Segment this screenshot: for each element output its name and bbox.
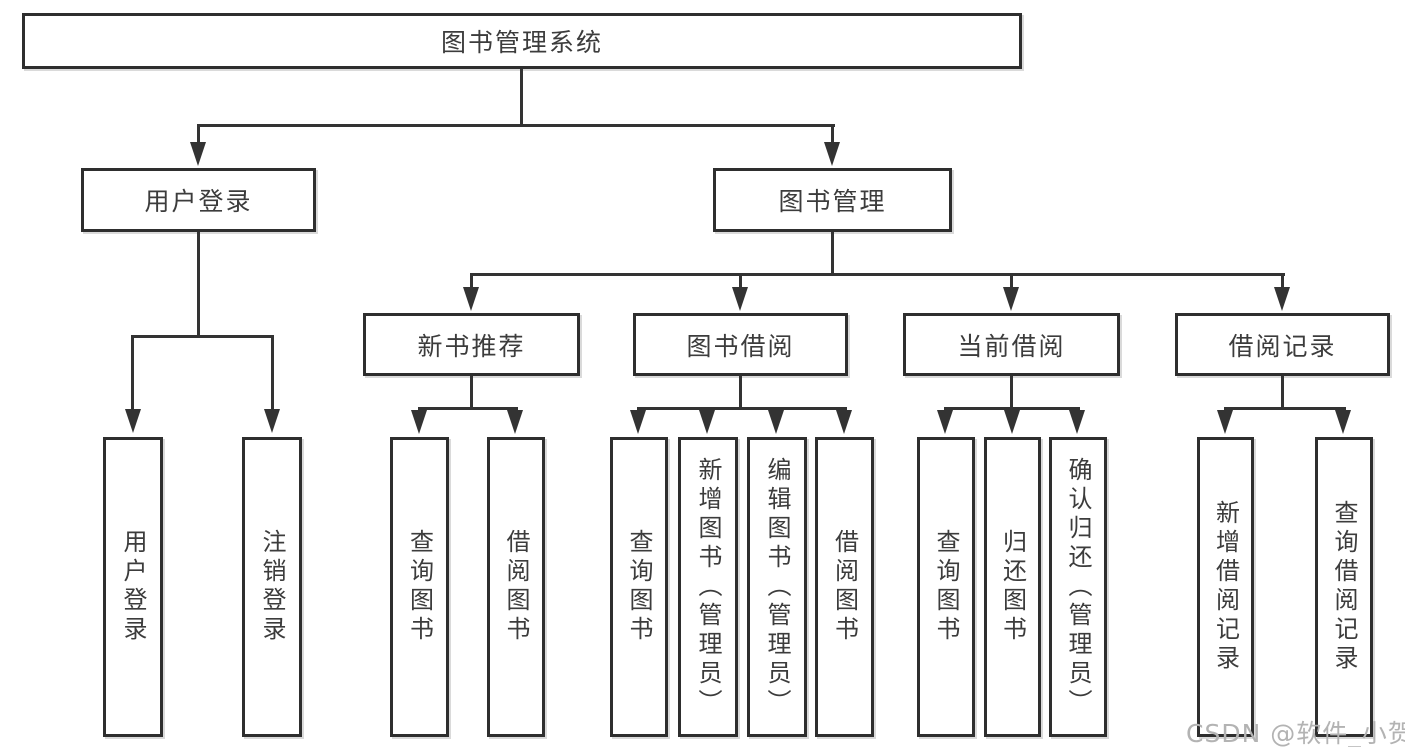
arrowhead-down-icon <box>1004 410 1020 434</box>
arrowhead-down-icon <box>463 287 479 311</box>
connector-level3-rail <box>470 273 1285 276</box>
connector-stem <box>470 273 473 290</box>
arrowhead-down-icon <box>699 410 715 434</box>
leaf-query-book-2-label: 查询图书 <box>625 529 653 645</box>
arrowhead-down-icon <box>411 410 427 434</box>
connector-borrow-records-rail <box>1224 407 1346 410</box>
node-book-management-label: 图书管理 <box>778 187 887 216</box>
node-root: 图书管理系统 <box>22 13 1022 69</box>
leaf-logout: 注销登录 <box>242 437 302 737</box>
connector-user-login-stem <box>197 232 200 335</box>
connector-level2-rail <box>197 124 835 127</box>
arrowhead-down-icon <box>937 410 953 434</box>
node-current-borrow: 当前借阅 <box>903 313 1120 376</box>
arrowhead-down-icon <box>630 410 646 434</box>
arrowhead-down-icon <box>1335 410 1351 434</box>
connector-book-borrow-rail <box>637 407 847 410</box>
connector-current-borrow-stem <box>1010 376 1013 407</box>
leaf-confirm-return: 确认归还（管理员） <box>1049 437 1107 737</box>
watermark-csdn: CSDN @软件_小贺同学 <box>1186 719 1405 747</box>
leaf-add-book: 新增图书（管理员） <box>678 437 738 737</box>
leaf-query-book-1-label: 查询图书 <box>405 529 434 645</box>
leaf-add-borrow-record: 新增借阅记录 <box>1197 437 1254 737</box>
connector-book-mgmt-stem <box>831 232 834 273</box>
connector-new-book-stem <box>470 376 473 407</box>
node-new-book-recommend-label: 新书推荐 <box>417 331 526 361</box>
arrowhead-down-icon <box>507 410 523 434</box>
arrowhead-down-icon <box>1003 287 1019 311</box>
connector-stem <box>271 335 274 413</box>
leaf-add-book-label: 新增图书（管理员） <box>694 456 722 718</box>
leaf-query-borrow-record-label: 查询借阅记录 <box>1330 500 1358 674</box>
connector-stem <box>831 124 834 150</box>
connector-stem <box>131 335 134 413</box>
connector-book-borrow-stem <box>739 376 742 407</box>
node-book-management: 图书管理 <box>713 168 952 232</box>
leaf-borrow-book-2: 借阅图书 <box>815 437 874 737</box>
leaf-logout-label: 注销登录 <box>258 529 286 645</box>
node-root-label: 图书管理系统 <box>440 28 603 57</box>
leaf-query-book-2: 查询图书 <box>610 437 668 737</box>
leaf-query-book-3-label: 查询图书 <box>932 529 960 645</box>
connector-stem <box>739 273 742 290</box>
arrowhead-down-icon <box>1069 410 1085 434</box>
arrowhead-down-icon <box>1217 410 1233 434</box>
connector-user-login-rail <box>131 335 274 338</box>
connector-borrow-records-stem <box>1281 376 1284 407</box>
leaf-query-borrow-record: 查询借阅记录 <box>1315 437 1373 737</box>
leaf-borrow-book-1-label: 借阅图书 <box>502 529 530 645</box>
leaf-borrow-book-1: 借阅图书 <box>487 437 545 737</box>
leaf-query-book-3: 查询图书 <box>917 437 975 737</box>
leaf-return-book-label: 归还图书 <box>998 529 1027 645</box>
connector-root-stem <box>520 69 523 124</box>
node-borrow-records: 借阅记录 <box>1175 313 1390 376</box>
arrowhead-down-icon <box>732 287 748 311</box>
node-new-book-recommend: 新书推荐 <box>363 313 580 376</box>
arrowhead-down-icon <box>768 410 784 434</box>
leaf-user-login-label: 用户登录 <box>119 529 147 645</box>
node-current-borrow-label: 当前借阅 <box>957 331 1066 361</box>
arrowhead-down-icon <box>264 409 280 433</box>
connector-new-book-rail <box>418 407 518 410</box>
leaf-add-borrow-record-label: 新增借阅记录 <box>1211 500 1240 674</box>
node-book-borrow-label: 图书借阅 <box>686 331 795 361</box>
connector-stem <box>1010 273 1013 290</box>
arrowhead-down-icon <box>1274 287 1290 311</box>
node-user-login: 用户登录 <box>81 168 316 232</box>
connector-stem <box>197 124 200 150</box>
node-borrow-records-label: 借阅记录 <box>1228 331 1337 361</box>
arrowhead-down-icon <box>190 142 206 166</box>
leaf-edit-book: 编辑图书（管理员） <box>747 437 807 737</box>
leaf-borrow-book-2-label: 借阅图书 <box>830 529 859 645</box>
leaf-query-book-1: 查询图书 <box>390 437 449 737</box>
arrowhead-down-icon <box>836 410 852 434</box>
leaf-user-login: 用户登录 <box>103 437 163 737</box>
arrowhead-down-icon <box>125 409 141 433</box>
leaf-return-book: 归还图书 <box>984 437 1041 737</box>
arrowhead-down-icon <box>824 142 840 166</box>
leaf-edit-book-label: 编辑图书（管理员） <box>763 456 791 718</box>
node-user-login-label: 用户登录 <box>144 187 253 216</box>
leaf-confirm-return-label: 确认归还（管理员） <box>1064 456 1092 718</box>
node-book-borrow: 图书借阅 <box>633 313 848 376</box>
connector-stem <box>1281 273 1284 290</box>
